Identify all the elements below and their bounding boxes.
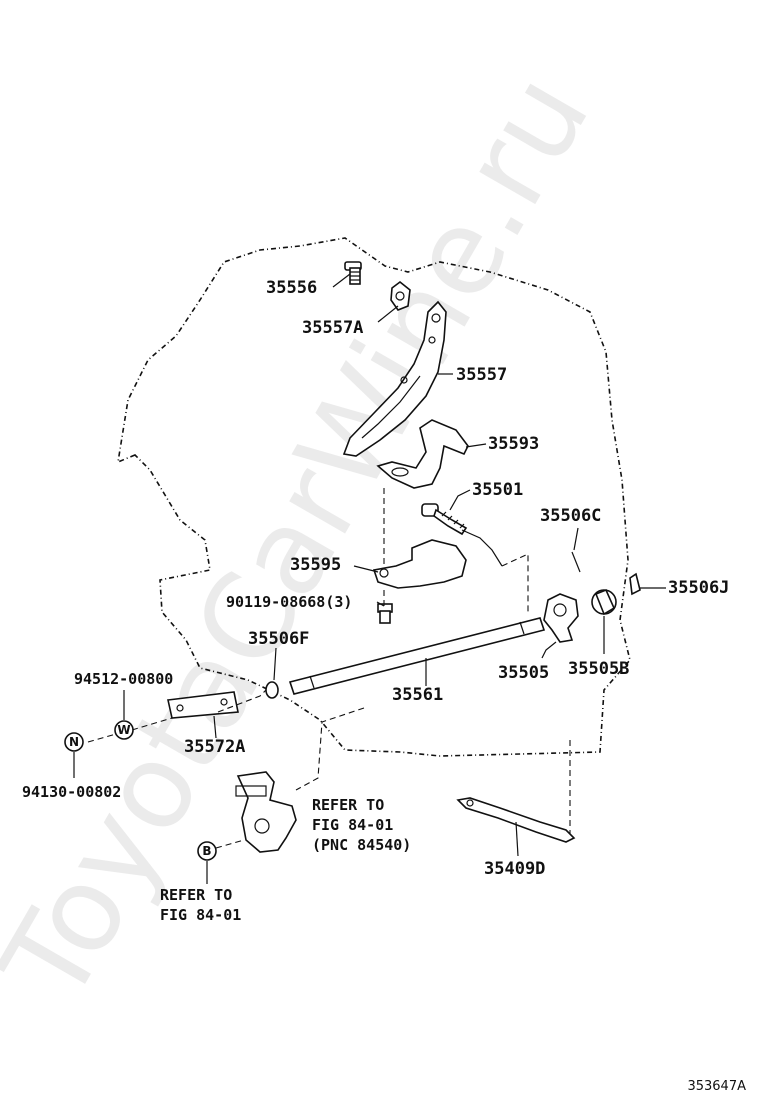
leader-35572A [213, 715, 217, 739]
neutral-switch [235, 771, 297, 853]
bracket-35557 [342, 300, 447, 457]
leader-35501 [449, 489, 471, 511]
leader-35506F [273, 647, 277, 681]
figure-code: 353647A [687, 1079, 746, 1094]
shaft-35561 [288, 617, 546, 695]
label-35593: 35593 [488, 434, 539, 454]
leader-35595 [353, 565, 379, 573]
refer-callout-1-line2: FIG 84-01 [312, 816, 393, 834]
leader-35505 [541, 641, 557, 659]
leader-35557A [377, 305, 399, 323]
bracket-35595 [372, 539, 467, 589]
pin-35506C [571, 551, 581, 573]
assembly-line-2 [501, 553, 529, 612]
marker-w-text: W [117, 723, 130, 737]
bushing-35505B [591, 588, 617, 616]
leader-35506C [573, 527, 579, 551]
marker-b-text: B [202, 844, 211, 858]
label-35506C: 35506C [540, 506, 601, 526]
refer-callout-2-line2: FIG 84-01 [160, 906, 241, 924]
assembly-line-4 [87, 717, 173, 743]
label-35501: 35501 [472, 480, 523, 500]
label-94512-00800: 94512-00800 [74, 670, 173, 688]
bolt-35556 [344, 261, 362, 285]
transmission-case-outline [116, 237, 631, 757]
label-35557A: 35557A [302, 318, 363, 338]
label-35506J: 35506J [668, 578, 729, 598]
leader-35593 [465, 443, 487, 448]
leader-35556 [332, 273, 351, 288]
rod-35409D [456, 797, 576, 843]
label-35505B: 35505B [568, 659, 629, 679]
cable-35501 [421, 503, 503, 567]
label-35595: 35595 [290, 555, 341, 575]
marker-b: B [197, 841, 217, 861]
label-90119-08668: 90119-08668(3) [226, 593, 352, 611]
marker-w: W [114, 720, 134, 740]
lever-35505 [543, 593, 579, 643]
refer-callout-2-line1: REFER TO [160, 886, 232, 904]
bracket-35593 [376, 419, 469, 489]
label-35557: 35557 [456, 365, 507, 385]
label-35561: 35561 [392, 685, 443, 705]
label-35572A: 35572A [184, 737, 245, 757]
label-35556: 35556 [266, 278, 317, 298]
clip-35506J [629, 572, 641, 596]
assembly-line-7 [215, 839, 245, 849]
marker-n-text: N [69, 735, 79, 749]
label-35505: 35505 [498, 663, 549, 683]
label-35409D: 35409D [484, 859, 545, 879]
leader-90119 [376, 601, 385, 607]
leader-35409D [515, 821, 519, 857]
seal-35506F [265, 681, 279, 699]
refer-callout-1-line1: REFER TO [312, 796, 384, 814]
marker-n: N [64, 732, 84, 752]
label-35506F: 35506F [248, 629, 309, 649]
label-94130-00802: 94130-00802 [22, 783, 121, 801]
clip-35557A [390, 280, 411, 311]
assembly-line-5 [217, 689, 267, 713]
bolt-90119 [377, 603, 393, 624]
assembly-line-6 [295, 707, 365, 791]
refer-callout-1-line3: (PNC 84540) [312, 836, 411, 854]
